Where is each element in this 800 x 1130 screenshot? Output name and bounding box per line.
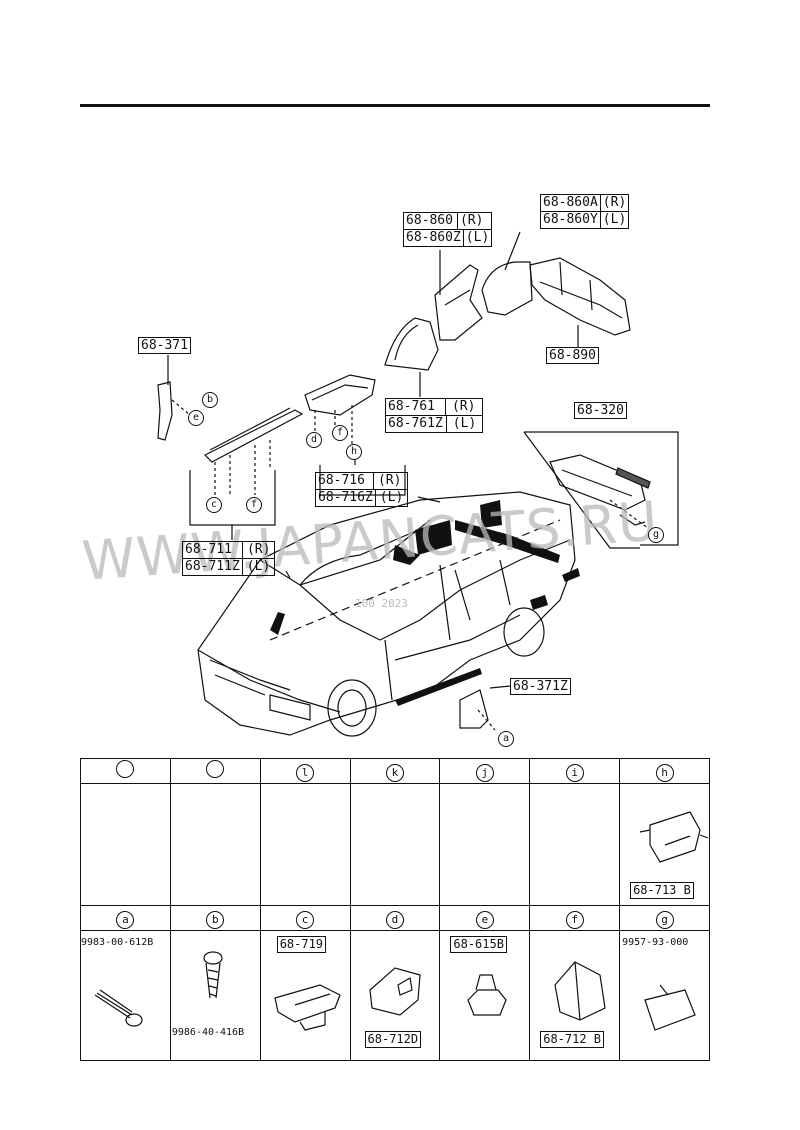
callout-68-711: 68-711(R) 68-711Z(L) (182, 541, 276, 576)
part-number: 68-371Z (510, 678, 571, 695)
part-number: 68-761Z (386, 416, 447, 432)
cell-g: 9957-93-000 (619, 930, 710, 1061)
side-mark: (R) (246, 542, 271, 557)
cell-d: 68-712D (349, 930, 441, 1061)
cell-f: 68-712 B (529, 930, 621, 1061)
side-mark: (R) (602, 195, 627, 210)
part-number: 68-320 (574, 402, 627, 419)
marker-c: c (206, 497, 222, 513)
header-cell: h (619, 758, 710, 784)
part-label: 68-719 (276, 936, 327, 953)
part-number: 68-711 (183, 542, 243, 558)
cell-e: 68-615B (439, 930, 531, 1061)
part-label: 68-615B (450, 936, 507, 953)
part-number: 68-860 (404, 213, 458, 229)
callout-68-716: 68-716(R) 68-716Z(L) (315, 472, 409, 507)
car-illustration (197, 491, 576, 737)
header-cell: a (80, 905, 171, 931)
callout-68-371Z: 68-371Z (510, 678, 571, 695)
header-cell (80, 758, 171, 784)
part-number: 68-761 (386, 399, 446, 415)
callout-68-860A: 68-860A(R) 68-860Y(L) (540, 194, 630, 229)
part-label: 9986-40-416B (171, 1027, 245, 1038)
part-number: 68-860A (541, 195, 601, 211)
marker-f: f (246, 497, 262, 513)
part-number: 68-890 (546, 347, 599, 364)
part-number: 68-716 (316, 473, 374, 489)
marker-f2: f (332, 425, 348, 441)
side-mark: (L) (602, 212, 627, 227)
part-number: 68-860Z (404, 230, 464, 246)
side-mark: (R) (459, 213, 484, 228)
header-cell: j (439, 758, 531, 784)
part-number: 68-371 (138, 337, 191, 354)
header-cell: d (349, 905, 441, 931)
part-label: 9957-93-000 (622, 937, 689, 948)
callout-68-860: 68-860(R) 68-860Z(L) (403, 212, 493, 247)
marker-g: g (648, 527, 664, 543)
part-label: 68-712 B (540, 1031, 605, 1048)
part-label: 68-713 B (630, 882, 694, 899)
header-cell: i (529, 758, 621, 784)
side-mark: (L) (246, 559, 271, 574)
side-mark: (R) (377, 473, 402, 488)
header-cell: c (259, 905, 351, 931)
pillar-trim-shape (157, 381, 173, 441)
header-cell: f (529, 905, 621, 931)
marker-h: h (346, 444, 362, 460)
header-cell (169, 758, 261, 784)
cell-h: 68-713 B (619, 783, 710, 906)
side-mark: (L) (379, 490, 404, 505)
marker-b: b (202, 392, 218, 408)
header-rule (80, 104, 710, 107)
table-header-row-bottom: a b c d e f g (80, 905, 710, 931)
marker-d: d (306, 432, 322, 448)
table-header-row-top: l k j i h (80, 758, 710, 784)
part-number: 68-716Z (316, 490, 376, 506)
cell-a: 9983-00-612B (80, 930, 171, 1061)
marker-a: a (498, 731, 514, 747)
part-number: 68-860Y (541, 212, 601, 228)
side-mark: (R) (451, 399, 476, 414)
part-label: 68-712D (364, 1031, 422, 1048)
callout-68-761: 68-761 (R) 68-761Z (L) (385, 398, 484, 433)
callout-68-371: 68-371 (138, 337, 191, 354)
side-mark: (L) (465, 230, 490, 245)
cell-c: 68-719 (259, 930, 351, 1061)
side-mark: (L) (452, 416, 477, 431)
header-cell: b (169, 905, 261, 931)
callout-68-890: 68-890 (546, 347, 599, 364)
part-number: 68-711Z (183, 559, 243, 575)
header-cell: k (349, 758, 441, 784)
marker-e: e (188, 410, 204, 426)
header-cell: l (259, 758, 351, 784)
fastener-table: l k j i h 68-713 B a b c d e f g 9983-00… (80, 758, 710, 1061)
header-cell: g (619, 905, 710, 931)
part-label: 9983-00-612B (81, 937, 154, 948)
callout-68-320: 68-320 (574, 402, 627, 419)
watermark-sub: 100 2023 (355, 597, 408, 610)
header-cell: e (439, 905, 531, 931)
table-row: 9983-00-612B 9986-40-416B 68-719 68-712D… (80, 930, 710, 1061)
table-row: 68-713 B (80, 783, 710, 906)
cell-b: 9986-40-416B (169, 930, 261, 1061)
